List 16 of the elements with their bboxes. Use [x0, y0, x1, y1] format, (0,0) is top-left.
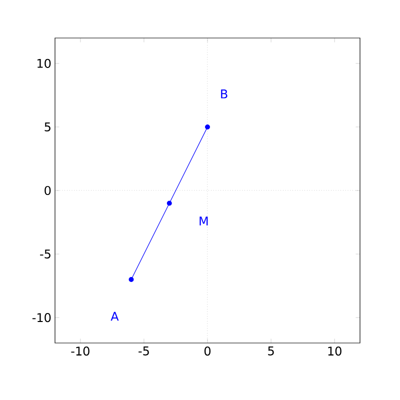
label: B	[221, 90, 228, 98]
label: M	[200, 216, 208, 226]
x-tick-label: 10	[328, 346, 342, 356]
y-tick-label: 0	[44, 186, 51, 196]
y-tick-label: -5	[40, 250, 50, 259]
point	[128, 276, 134, 282]
y-tick-label: -10	[32, 313, 51, 322]
x-tick-label: 0	[204, 346, 211, 356]
label: A	[110, 312, 119, 321]
x-tick-label: -5	[138, 346, 149, 356]
point	[205, 124, 210, 130]
point	[166, 200, 172, 206]
y-tick-label: 10	[38, 58, 51, 68]
y-tick-label: 5	[44, 122, 50, 132]
x-tick-label: -10	[71, 346, 90, 356]
x-tick-label: 5	[268, 346, 274, 356]
